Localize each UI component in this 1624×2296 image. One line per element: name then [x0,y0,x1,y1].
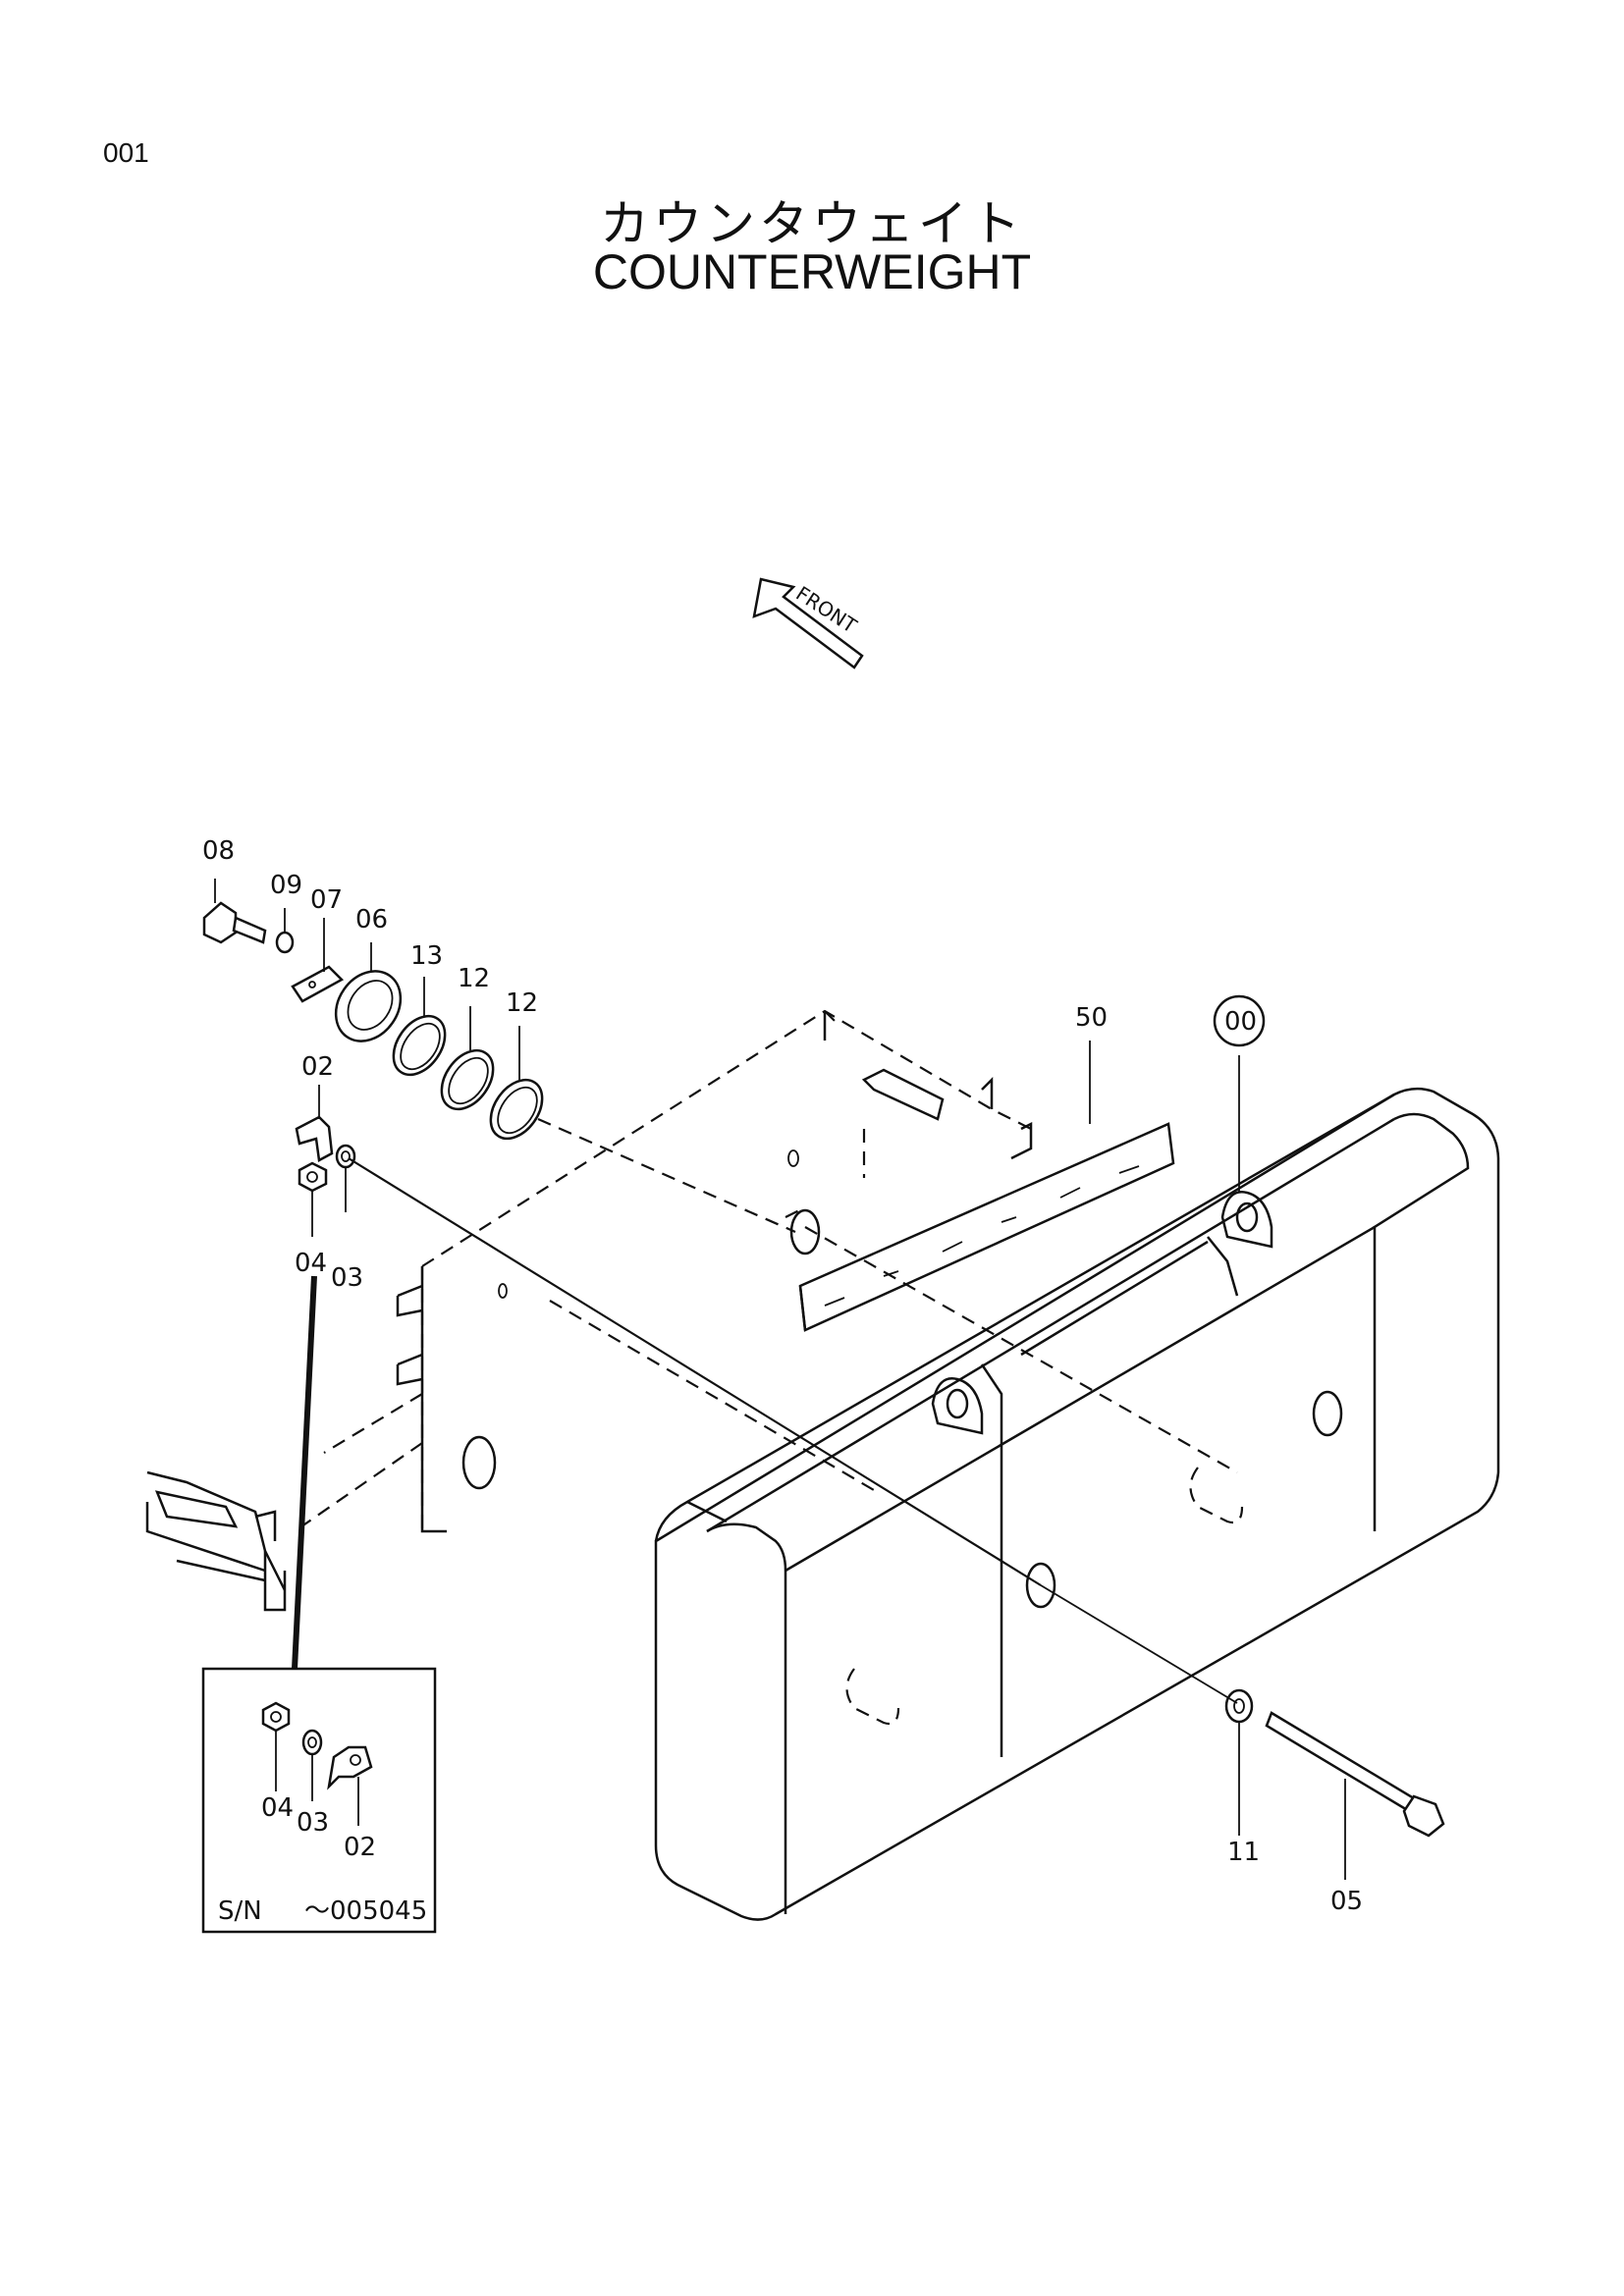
shim-part-12a [440,1048,495,1111]
label-part-03: 03 [331,1263,363,1293]
inset-label-04: 04 [261,1793,294,1823]
front-arrow-icon: FRONT [752,577,864,669]
label-part-02: 02 [301,1052,334,1082]
label-part-07: 07 [310,885,343,915]
title-english: COUNTERWEIGHT [592,244,1032,299]
bolt-part-08 [202,901,267,944]
washer-part-03 [335,1144,356,1169]
plate-part-50 [798,1122,1175,1332]
inset-serial-range: ～005045 [304,1896,427,1926]
label-part-13: 13 [410,941,443,971]
shim-part-12b [489,1078,544,1141]
shim-part-13 [392,1014,447,1077]
title-japanese: カウンタウェイト [600,195,1024,252]
label-part-12b: 12 [506,988,538,1018]
washer-part-09 [275,931,295,954]
inset-label-02: 02 [344,1833,376,1862]
label-part-05: 05 [1330,1887,1363,1916]
washer-part-11 [1224,1688,1254,1724]
bolt-part-05 [1265,1711,1445,1838]
inset-serial-box: 04 03 02 S/N ～005045 [201,1667,437,1934]
inset-nut-icon [261,1701,291,1733]
label-part-12a: 12 [458,964,490,993]
label-part-09: 09 [270,871,302,900]
nut-part-04 [298,1161,328,1193]
inset-serial-prefix: S/N [218,1896,262,1926]
frame-structure [145,1009,1033,1612]
plate-part-07 [291,965,345,1003]
inset-label-03: 03 [297,1808,329,1838]
inset-bracket-icon [327,1745,373,1790]
label-part-11: 11 [1227,1838,1260,1867]
label-part-00: 00 [1224,1007,1257,1037]
bracket-part-02 [295,1115,334,1162]
assembly-circle-00 [1213,994,1266,1047]
inset-washer-icon [301,1729,323,1756]
label-part-04: 04 [295,1249,327,1278]
page-number: 001 [103,137,149,168]
label-part-08: 08 [202,836,235,866]
ring-part-06 [334,970,403,1042]
counterweight-body [654,1087,1500,1921]
label-part-06: 06 [355,905,388,934]
label-part-50: 50 [1075,1003,1108,1033]
